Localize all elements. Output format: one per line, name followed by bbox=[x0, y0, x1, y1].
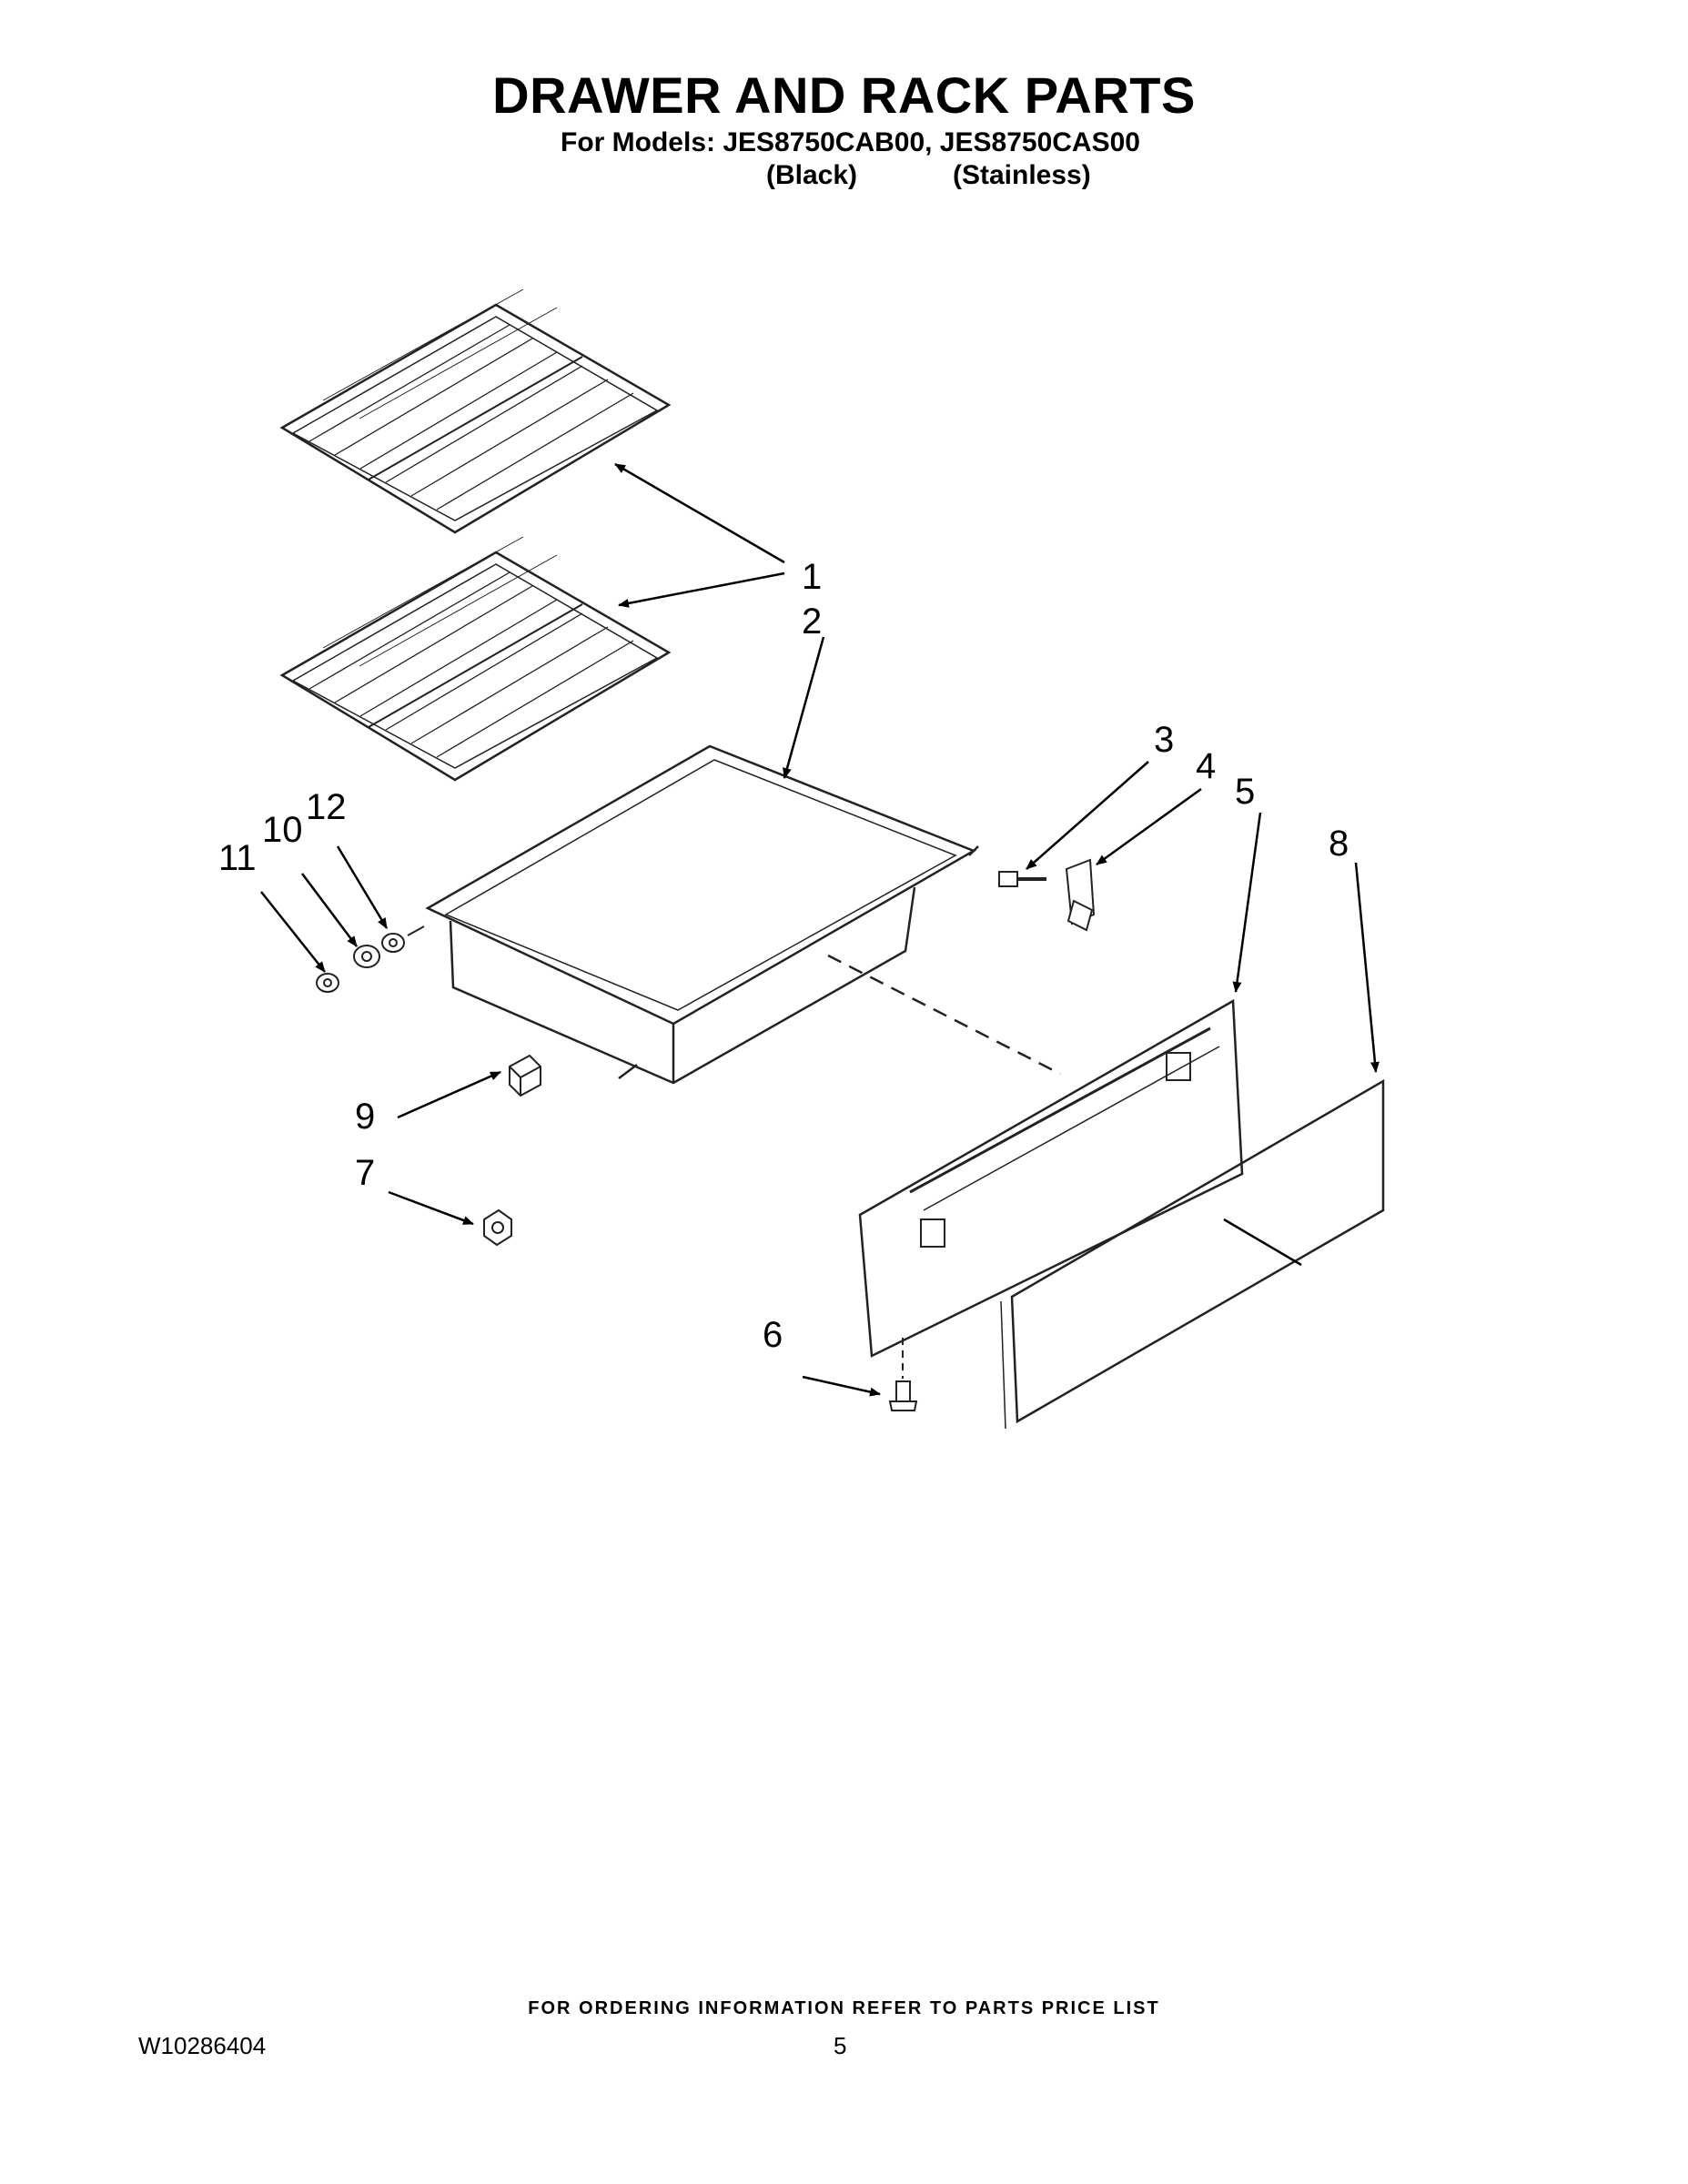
front-panel-screw bbox=[888, 1380, 918, 1411]
slide-bracket-screw bbox=[998, 871, 1046, 887]
variant-stainless-label: (Stainless) bbox=[953, 160, 1091, 190]
callout-8: 8 bbox=[1329, 824, 1349, 864]
callout-11: 11 bbox=[218, 838, 257, 878]
leader-arrows bbox=[260, 462, 1380, 1397]
oven-rack-lower bbox=[279, 536, 672, 782]
callout-7: 7 bbox=[355, 1153, 375, 1193]
drawer-pan bbox=[425, 744, 979, 1085]
callout-6: 6 bbox=[763, 1315, 783, 1355]
document-number: W10286404 bbox=[138, 2032, 267, 2059]
assembly-guide-line bbox=[827, 954, 1061, 1076]
callout-2: 2 bbox=[802, 602, 822, 642]
models-line: For Models: JES8750CAB00, JES8750CAS00 bbox=[561, 127, 1140, 157]
hex-nut bbox=[483, 1208, 512, 1247]
slide-bracket bbox=[1065, 858, 1096, 932]
callout-3: 3 bbox=[1154, 720, 1174, 760]
roller-assembly bbox=[316, 925, 425, 993]
oven-rack-upper bbox=[279, 288, 672, 534]
drawer-front-panel bbox=[858, 998, 1244, 1358]
callout-12: 12 bbox=[306, 787, 347, 827]
callout-10: 10 bbox=[262, 810, 303, 850]
callout-1: 1 bbox=[802, 557, 822, 597]
callout-4: 4 bbox=[1196, 746, 1216, 786]
drawer-glass-panel bbox=[1000, 1078, 1385, 1430]
variant-black-label: (Black) bbox=[766, 160, 858, 190]
ordering-note: FOR ORDERING INFORMATION REFER TO PARTS … bbox=[528, 1998, 1160, 2018]
bumper-block bbox=[509, 1054, 541, 1097]
callout-9: 9 bbox=[355, 1097, 375, 1137]
page-number: 5 bbox=[834, 2032, 847, 2059]
callout-5: 5 bbox=[1235, 772, 1255, 812]
page-title: DRAWER AND RACK PARTS bbox=[492, 66, 1196, 124]
